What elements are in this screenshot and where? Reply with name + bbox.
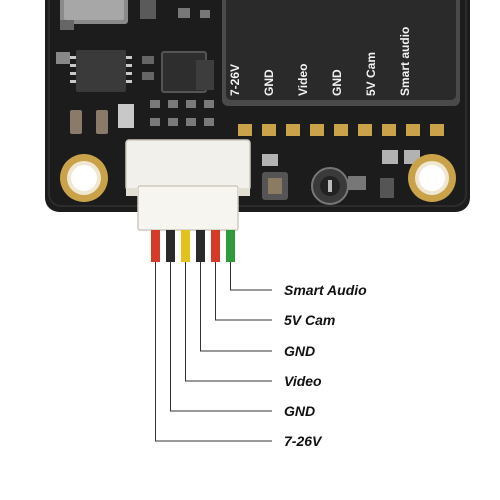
pinout-callout-5v-cam: 5V Cam	[284, 312, 336, 328]
pinout-callout-smart-audio: Smart Audio	[284, 282, 367, 298]
silkscreen-label: 7-26V	[228, 63, 242, 96]
leader-lines	[155, 262, 272, 442]
silkscreen-label: Smart audio	[398, 26, 412, 96]
jst-connector	[125, 139, 251, 231]
mounting-hole-left	[60, 154, 108, 202]
silkscreen-label: GND	[262, 69, 276, 96]
silkscreen-label: 5V Cam	[364, 51, 378, 96]
wire-stubs	[151, 230, 235, 262]
pinout-callout-video: Video	[284, 373, 322, 389]
pinout-callout-gnd: GND	[284, 403, 316, 419]
pinout-callout-gnd: GND	[284, 343, 316, 359]
silkscreen-label: GND	[330, 69, 344, 96]
mounting-hole-right	[408, 154, 456, 202]
pinout-callout-7-26v: 7-26V	[284, 433, 322, 449]
silkscreen-labels: 7-26V GND Video GND 5V Cam Smart audio	[228, 20, 452, 100]
gold-pad-row	[238, 124, 444, 136]
ic-chip	[76, 50, 126, 92]
silkscreen-label: Video	[296, 63, 310, 96]
